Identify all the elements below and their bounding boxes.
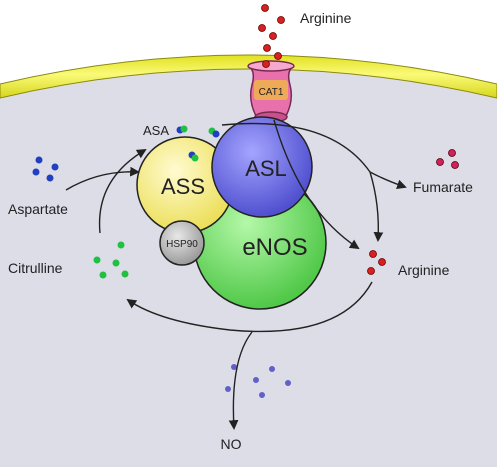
arrow-asa-to-asl xyxy=(221,122,371,173)
arrow-arginine-to-citrulline xyxy=(126,281,373,333)
no-dots xyxy=(225,364,291,398)
cat1-transporter: CAT1 xyxy=(247,60,295,123)
arrow-to-fumarate xyxy=(369,171,407,190)
arrow-to-arginine xyxy=(369,171,384,242)
arrow-transport-to-arginine xyxy=(273,119,360,250)
cell-membrane xyxy=(0,54,497,99)
citrulline-dots xyxy=(93,241,129,279)
reaction-arrows xyxy=(65,119,407,430)
asl-label: ASL xyxy=(245,156,287,181)
cat1-label: CAT1 xyxy=(259,87,284,98)
asl-sphere xyxy=(211,116,313,218)
arginine-outside-dots xyxy=(258,4,285,68)
asa-dots xyxy=(176,125,220,162)
fumarate-label: Fumarate xyxy=(413,179,473,195)
ass-label: ASS xyxy=(161,174,205,199)
arrow-to-no xyxy=(228,331,253,430)
arginine-outside-label: Arginine xyxy=(300,10,352,26)
aspartate-dots xyxy=(32,156,59,182)
arrow-aspartate-to-ass xyxy=(65,166,140,191)
citrulline-label: Citrulline xyxy=(8,260,63,276)
arrow-citrulline-to-asa xyxy=(98,148,147,234)
asa-label: ASA xyxy=(143,123,169,138)
hsp90-sphere xyxy=(159,220,205,266)
arginine-inside-dots xyxy=(367,250,386,275)
arginine-inside-label: Arginine xyxy=(398,262,450,278)
hsp90-label: HSP90 xyxy=(166,239,198,250)
enos-label: eNOS xyxy=(242,234,307,261)
fumarate-dots xyxy=(436,149,459,169)
no-label: NO xyxy=(221,436,242,452)
aspartate-label: Aspartate xyxy=(8,201,68,217)
